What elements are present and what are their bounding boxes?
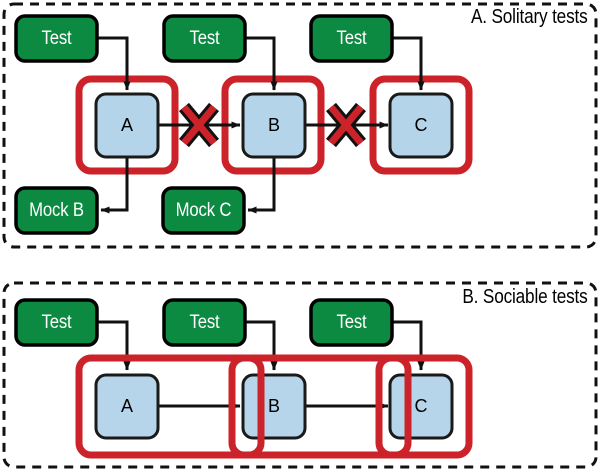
- connector-a-to-mockb: [100, 157, 129, 214]
- test-node-2-shape: [162, 14, 247, 63]
- blocked-link-icon-ab: [179, 102, 219, 148]
- connector-test2-to-b2: [245, 320, 278, 371]
- connector-b-to-mockc: [247, 157, 276, 214]
- panel-a-border: [2, 2, 598, 249]
- connector-test3-to-c: [392, 36, 425, 91]
- test-node-4-shape: [14, 298, 99, 347]
- scope-overlap-strokes: [228, 370, 412, 443]
- panel-b-title: B. Sociable tests: [462, 286, 588, 308]
- unit-node-b-shape: [241, 92, 307, 159]
- unit-node-a2-shape: [94, 373, 160, 440]
- test-node-1-shape: [14, 14, 99, 63]
- connector-test2-to-b: [245, 36, 278, 91]
- connector-test1-to-a2: [97, 320, 131, 371]
- connector-test1-to-a: [97, 36, 131, 91]
- test-node-6-shape: [309, 298, 394, 347]
- unit-node-a-shape: [94, 92, 160, 159]
- mock-node-b-shape: [14, 186, 99, 235]
- unit-node-c2-shape: [388, 373, 454, 440]
- panel-a-title: A. Solitary tests: [471, 6, 588, 28]
- mock-node-c-shape: [161, 186, 246, 235]
- unit-node-c-shape: [388, 92, 454, 159]
- test-node-5-shape: [162, 298, 247, 347]
- unit-node-b2-shape: [241, 373, 307, 440]
- test-node-3-shape: [309, 14, 394, 63]
- blocked-link-icon-bc: [326, 102, 366, 148]
- connector-test3-to-c2: [392, 320, 425, 371]
